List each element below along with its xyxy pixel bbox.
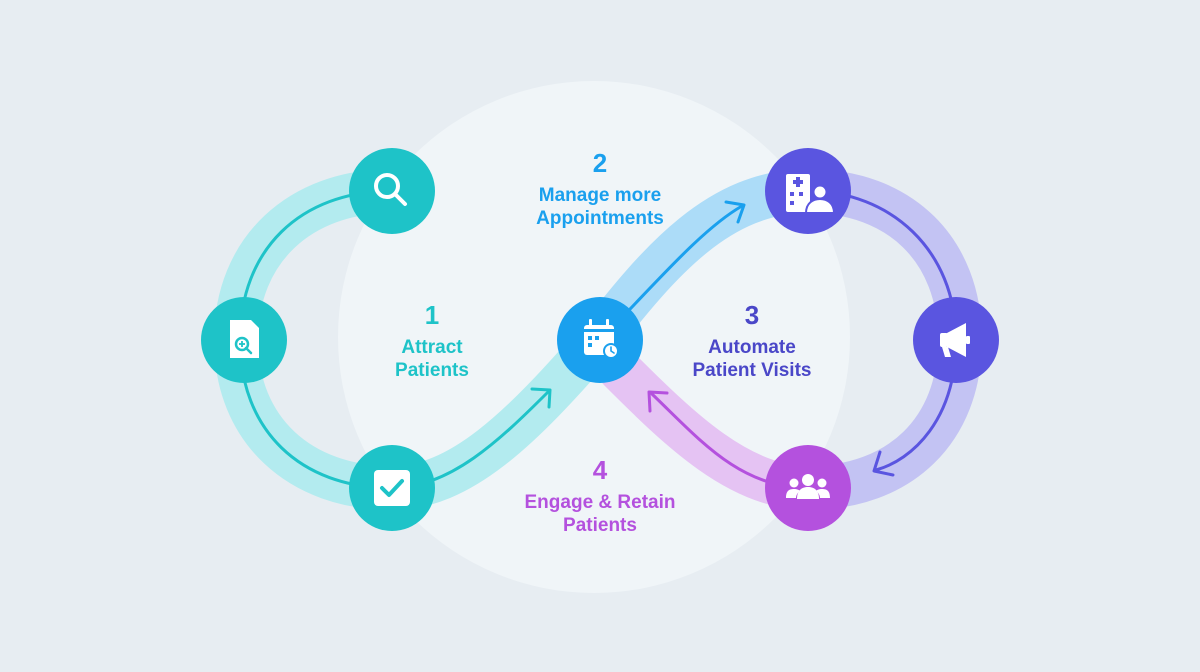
step-4-number: 4 — [592, 455, 608, 485]
arrowhead-indigo — [872, 450, 895, 477]
node-checkbox[interactable] — [349, 445, 435, 531]
node-calendar[interactable] — [557, 297, 643, 383]
step-4-label: 4 Engage & Retain Patients — [525, 455, 676, 538]
step-4-text: Engage & Retain Patients — [524, 492, 676, 536]
arrowhead-purple — [647, 390, 669, 413]
arrowhead-teal — [530, 387, 552, 409]
arrowhead-blue — [724, 200, 746, 224]
step-2-label: 2 Manage more Appointments — [536, 148, 664, 231]
step-3-label: 3 Automate Patient Visits — [693, 300, 812, 383]
step-1-number: 1 — [424, 300, 440, 330]
node-circle — [349, 148, 435, 234]
group-icon — [786, 474, 830, 499]
document-search-icon — [230, 320, 259, 358]
megaphone-icon — [940, 323, 970, 357]
step-1-label: 1 Attract Patients — [395, 300, 469, 383]
step-3-number: 3 — [744, 300, 760, 330]
node-search[interactable] — [349, 148, 435, 234]
checkbox-icon — [374, 470, 410, 506]
node-hospital[interactable] — [765, 148, 851, 234]
node-document[interactable] — [201, 297, 287, 383]
step-2-text: Manage more Appointments — [536, 185, 664, 229]
node-group — [201, 148, 999, 531]
step-3-text: Automate Patient Visits — [692, 337, 812, 381]
node-group-people[interactable] — [765, 445, 851, 531]
node-megaphone[interactable] — [913, 297, 999, 383]
step-1-text: Attract Patients — [395, 337, 469, 381]
search-icon — [374, 173, 407, 206]
arrowheads — [530, 200, 895, 477]
hospital-doctor-icon — [786, 174, 836, 214]
calendar-clock-icon — [584, 319, 619, 359]
step-2-number: 2 — [592, 148, 608, 178]
